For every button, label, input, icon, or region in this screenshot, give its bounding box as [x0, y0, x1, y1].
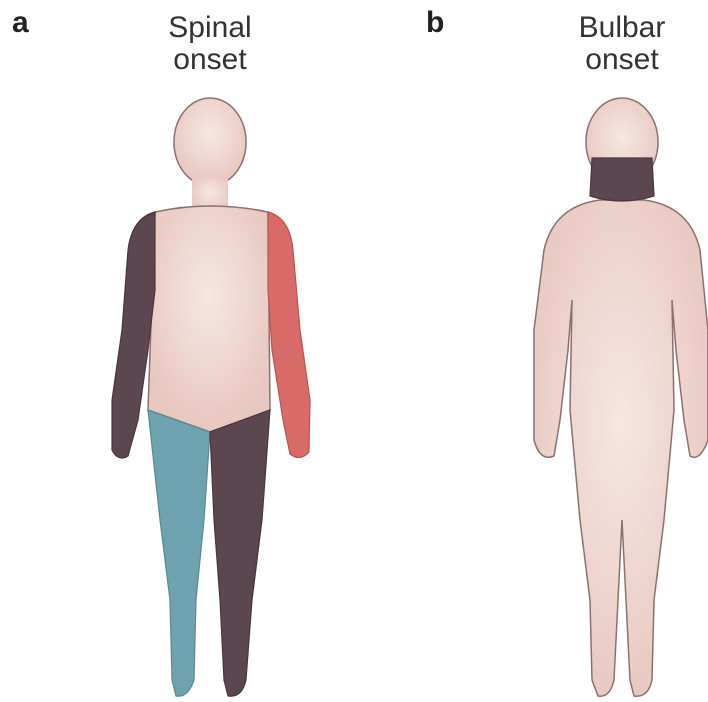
figure-b-body	[534, 200, 708, 696]
figure-b-neck	[590, 158, 654, 201]
